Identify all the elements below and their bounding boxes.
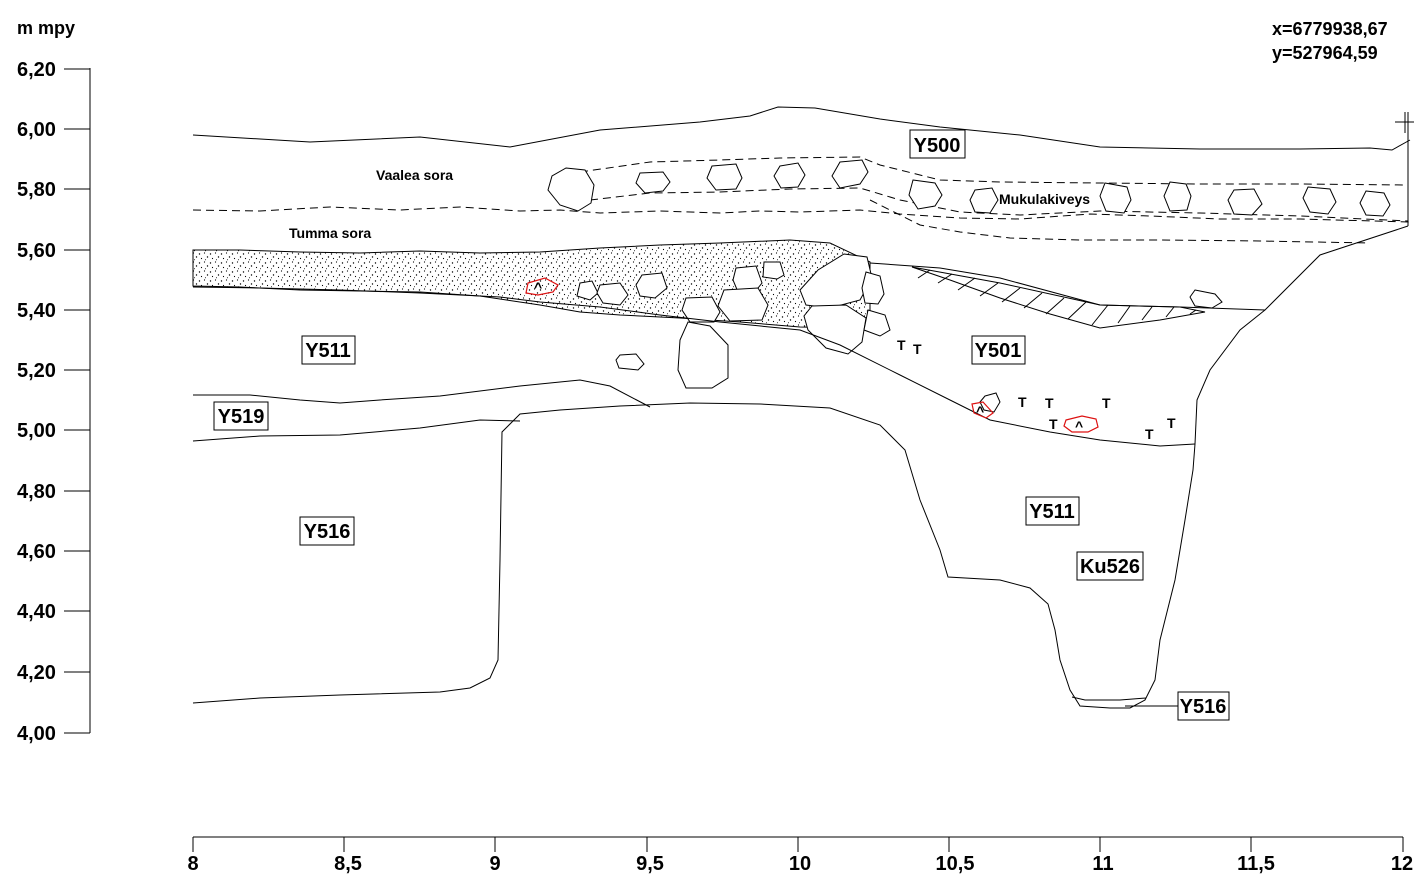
layer-label-text: Ku526 [1080,556,1140,578]
y516-outline [192,402,1196,709]
layer-label-text: Y516 [304,521,351,543]
layer-label-text: Y501 [975,340,1022,362]
y-axis: 6,20 6,00 5,80 5,60 5,40 5,20 5,00 4,80 … [17,59,91,745]
find-outline [1063,415,1099,433]
layer-label-y511-upper: Y511 [301,335,356,365]
find-caret-icon: ^ [976,403,984,419]
layer-label-text: Y516 [1180,696,1227,718]
find-outline [525,277,559,296]
find-t-icon: T [1102,395,1111,411]
ku526-base-line [1071,696,1147,701]
surface-line [192,106,1411,151]
layer-label-y516-left: Y516 [299,516,355,546]
lens-stone [1189,289,1223,309]
y-tick-label: 4,00 [17,723,56,745]
gravel-stones [576,253,891,355]
light-gravel-label: Vaalea sora [376,167,453,183]
x-tick-label: 9 [489,853,500,875]
light-gravel-lower-boundary [192,206,1411,223]
find-t-icon: T [1045,395,1054,411]
find-t-icon: T [1167,415,1176,431]
survey-point-cross-icon [1395,112,1414,133]
x-tick-label: 9,5 [636,853,664,875]
layer-label-y511-lower: Y511 [1025,496,1080,526]
x-tick-label: 11,5 [1237,853,1275,875]
y-tick-label: 5,60 [17,240,56,262]
find-t-icon: T [897,337,906,353]
find-caret-icon: ^ [534,279,542,295]
layer-label-y500: Y500 [909,129,966,159]
x-tick-label: 11 [1092,853,1113,875]
find-t-icon: T [1049,416,1058,432]
x-tick-label: 12 [1391,853,1413,875]
x-axis: 8 8,5 9 9,5 10 10,5 11 11,5 12 [187,836,1413,875]
find-t-icon: T [1018,394,1027,410]
coordinate-x: x=6779938,67 [1272,19,1388,39]
y-tick-label: 6,00 [17,119,56,141]
y-tick-label: 5,00 [17,420,56,442]
y519-lower-boundary [192,419,521,442]
x-tick-label: 10 [789,853,811,875]
layer-label-y501: Y501 [971,335,1026,365]
dark-gravel-layer [192,239,871,329]
y501-boundary [869,225,1409,311]
hatched-lens [911,266,1206,329]
layer-label-text: Y500 [914,135,961,157]
y519-upper-boundary [193,379,651,408]
cobblestone-paving-label: Mukulakiveys [999,191,1090,207]
y-tick-label: 4,60 [17,541,56,563]
find-caret-icon: ^ [1075,418,1083,434]
layer-label-y519: Y519 [213,401,269,431]
y-tick-label: 6,20 [17,59,56,81]
y-tick-label: 4,20 [17,662,56,684]
y-tick-label: 5,40 [17,300,56,322]
cobble-upper-boundary [579,156,1409,186]
layer-label-text: Y511 [1029,501,1075,523]
x-tick-label: 8 [187,853,198,875]
dark-gravel-label: Tumma sora [289,225,371,241]
layer-label-text: Y511 [305,340,351,362]
find-outline [971,401,994,419]
y-tick-label: 4,40 [17,601,56,623]
y-tick-label: 5,20 [17,360,56,382]
unit-label: m mpy [17,18,75,38]
y-tick-label: 5,80 [17,179,56,201]
stone-small [615,353,645,371]
layer-label-y516-bottom: Y516 [1177,691,1230,721]
x-tick-label: 8,5 [334,853,362,875]
y501-right-edge [1194,309,1266,445]
cobble-base-boundary [869,199,1371,244]
find-t-icon: T [1145,426,1154,442]
find-t-icon: T [913,341,922,357]
x-tick-label: 10,5 [936,853,975,875]
stone-y511 [677,321,729,389]
layer-label-ku526: Ku526 [1076,551,1144,581]
cobblestones [547,159,1391,217]
layer-label-text: Y519 [218,406,265,428]
coordinate-y: y=527964,59 [1272,43,1378,63]
y-tick-label: 4,80 [17,481,56,503]
y511-upper-boundary [192,286,1196,447]
